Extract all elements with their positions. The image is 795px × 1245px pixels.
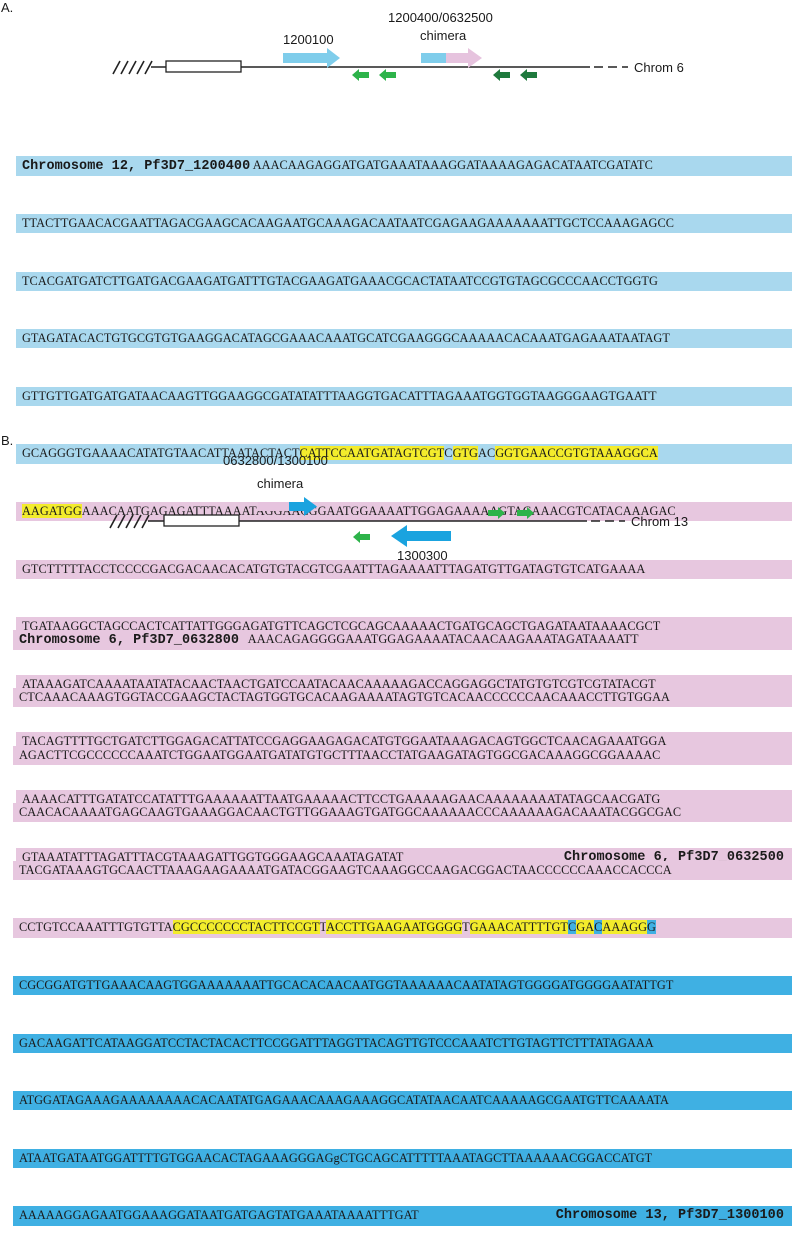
seq-text: GCAGGGTGAAAACATATGTAACATTAATACTACT <box>22 446 300 461</box>
primer-arrow <box>352 69 369 81</box>
junction-highlight: GTG <box>452 446 478 461</box>
seq-text: G <box>647 920 656 935</box>
gene-arrow-1300300 <box>391 525 451 547</box>
seq-text: T <box>462 920 470 935</box>
chromosome-start-label: Chromosome 12, Pf3D7_1200400 <box>22 159 251 175</box>
junction-highlight: GAAACATTTTGT <box>469 920 568 935</box>
chimera-arrow-pink-part <box>258 502 289 511</box>
seq-line: Chromosome 6, Pf3D7_0632800 AAACAGAGGGGA… <box>13 630 792 650</box>
panel-b-gene-diagram: 0632800/1300100 chimera 1300300 Chrom 13 <box>109 453 688 563</box>
seq-line: GTTGTTGATGATGATAACAAGTTGGAAGGCGATATATTTA… <box>16 386 792 406</box>
seq-line: TTACTTGAACACGAATTAGACGAAGCACAAGAATGCAAAG… <box>16 214 792 234</box>
seq-junction-line: GCAGGGTGAAAACATATGTAACATTAATACTACTCATTCC… <box>16 444 792 464</box>
panel-b-label: B. <box>1 433 14 448</box>
primer-arrow <box>379 69 396 81</box>
gene-box <box>163 514 240 527</box>
primer-arrow <box>488 507 505 519</box>
chimera-word-label: chimera <box>420 28 467 43</box>
arrow-label-1200100: 1200100 <box>283 32 334 47</box>
gene-box <box>165 60 242 73</box>
seq-line: GTAGATACACTGTGCGTGTGAAGGACATAGCGAAACAAAT… <box>16 329 792 349</box>
seq-line: CGCGGATGTTGAAACAAGTGGAAAAAAATTGCACACAACA… <box>13 975 792 996</box>
primer-arrow <box>353 531 370 543</box>
seq-line: CTCAAACAAAGTGGTACCGAAGCTACTAGTGGTGCACAAG… <box>13 688 792 708</box>
junction-highlight: CATTCCAATGATAGTCGT <box>299 446 445 461</box>
junction-highlight: GA <box>576 920 595 935</box>
seq-line: TCACGATGATCTTGATGACGAAGATGATTTGTACGAAGAT… <box>16 271 792 291</box>
primer-arrow <box>517 507 534 519</box>
seq-line: GTCTTTTTACCTCCCCGACGACAACACATGTGTACGTCGA… <box>16 559 792 579</box>
panel-a-gene-diagram: 1200100 1200400/0632500 chimera Chrom 6 <box>112 10 684 81</box>
junction-highlight: AAGATGG <box>22 503 82 518</box>
chromosome-start-label: Chromosome 6, Pf3D7_0632800 <box>19 633 240 649</box>
seq-text: AAACAGAGGGGAAATGGAGAAAATACAACAAGAAATAGAT… <box>247 632 639 647</box>
seq-junction-line: CCTGTCCAAATTTGTGTTACGCCCCCCCTACTTCCGT TAC… <box>13 918 792 938</box>
seq-text: C <box>486 446 496 461</box>
break-slashes <box>112 60 153 75</box>
junction-mismatch: C <box>567 920 577 935</box>
break-slashes <box>109 514 150 529</box>
arrow-label-1300300: 1300300 <box>397 548 448 563</box>
gene-arrow-1200100 <box>283 48 340 68</box>
chimera-arrow-blue-part <box>289 497 317 516</box>
chimera-id-label: 0632800/1300100 <box>223 453 328 468</box>
seq-line: GACAAGATTCATAAGGATCCTACTACACTTCCGGATTTAG… <box>13 1033 792 1053</box>
seq-text: A <box>478 446 487 461</box>
chimera-arrow-pink-part <box>446 48 482 68</box>
seq-line: AAAAAGGAGAATGGAAAGGATAATGATGAGTATGAAATAA… <box>13 1206 792 1226</box>
seq-line: Chromosome 12, Pf3D7_1200400 AAACAAGAGGA… <box>16 156 792 176</box>
panel-b-sequence-box: Chromosome 6, Pf3D7_0632800 AAACAGAGGGGA… <box>13 592 792 1245</box>
junction-highlight: ACCTTGAAGAATGGGG <box>326 920 463 935</box>
seq-line: ATAATGATAATGGATTTTGTGGAACACTAGAAAGGGAGgC… <box>13 1148 792 1168</box>
junction-highlight: CGCCCCCCCTACTTCCGT <box>172 920 320 935</box>
seq-text: AAACAAGAGGATGATGAAATAAAGGATAAAAGAGACATAA… <box>252 158 653 173</box>
primer-arrow <box>520 69 537 81</box>
chromosome-end-label: Chromosome 13, Pf3D7_1300100 <box>555 1208 784 1224</box>
seq-line: AGACTTCGCCCCCCAAATCTGGAATGGAATGATATGTGCT… <box>13 745 792 765</box>
seq-text: C <box>444 446 453 461</box>
panel-a-label: A. <box>1 0 14 15</box>
chimera-id-label: 1200400/0632500 <box>388 10 493 25</box>
chimera-word-label: chimera <box>257 476 304 491</box>
panel-a-sequence-box: Chromosome 12, Pf3D7_1200400 AAACAAGAGGA… <box>16 118 792 886</box>
junction-highlight: AAAGG <box>602 920 648 935</box>
primer-arrow <box>493 69 510 81</box>
seq-line: CAACACAAAATGAGCAAGTGAAAGGACAACTGTTGGAAAG… <box>13 803 792 823</box>
seq-text: AAAAAGGAGAATGGAAAGGATAATGATGAGTATGAAATAA… <box>19 1208 419 1223</box>
seq-text: CCTGTCCAAATTTGTGTTA <box>19 920 173 935</box>
seq-line: ATGGATAGAAAGAAAAAAAACACAATATGAGAAACAAAGA… <box>13 1091 792 1111</box>
chimera-arrow-blue-part <box>421 53 446 63</box>
chrom-label: Chrom 13 <box>631 514 688 529</box>
seq-line: TACGATAAAGTGCAACTTAAAGAAGAAAATGATACGGAAG… <box>13 860 792 880</box>
chrom-label: Chrom 6 <box>634 60 684 75</box>
junction-highlight: GGTGAACCGTGTAAAGGCA <box>495 446 658 461</box>
